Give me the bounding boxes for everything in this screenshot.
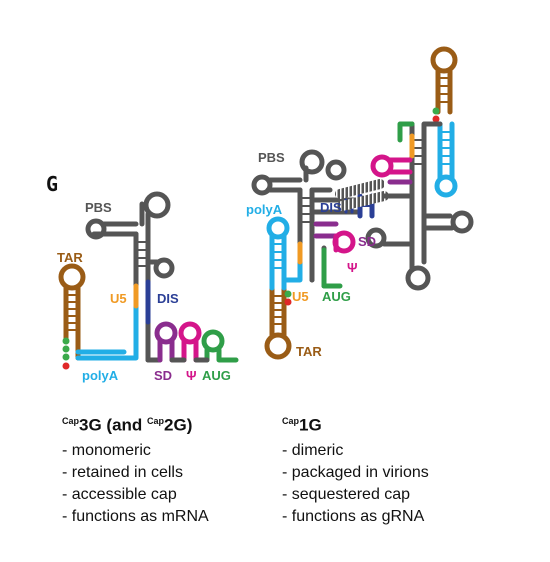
legend-left-item: - functions as mRNA — [62, 507, 209, 525]
left-label-u5: U5 — [110, 291, 127, 306]
right-sd-hairpin — [313, 221, 356, 254]
right-label-psi: Ψ — [347, 260, 358, 275]
left-label-tar: TAR — [57, 250, 83, 265]
right-cap-dot-green — [284, 290, 292, 298]
right-cap-dot-red — [284, 298, 292, 306]
right-label-tar: TAR — [296, 344, 322, 359]
left-label-polyA: polyA — [82, 368, 119, 383]
right-tar-hairpin — [264, 285, 292, 360]
left-tar-hairpin — [58, 263, 86, 361]
left-cap-dot-4 — [62, 362, 70, 370]
left-aug-hairpin — [193, 329, 239, 363]
legend-right-item: - packaged in virions — [282, 463, 429, 481]
legend-left: Cap3G (and Cap2G) - monomeric - retained… — [62, 410, 209, 528]
legend-right-item: - sequestered cap — [282, 485, 411, 503]
right-label-sd: SD — [358, 234, 376, 249]
legend-left-title: Cap3G (and Cap2G) — [62, 415, 193, 435]
left-rna-structure — [58, 191, 239, 370]
left-label-pbs: PBS — [85, 200, 112, 215]
legend-left-item: - retained in cells — [62, 463, 183, 481]
right-label-pbs: PBS — [258, 150, 285, 165]
left-label-psi: Ψ — [186, 368, 197, 383]
legend-right-title: Cap1G — [282, 415, 322, 435]
left-polyA — [75, 283, 139, 361]
legend-left-item: - monomeric — [62, 441, 151, 459]
right-label-polyA: polyA — [246, 202, 283, 217]
right-label-dis: DIS — [320, 200, 342, 215]
left-label-aug: AUG — [202, 368, 231, 383]
legend-right-item: - functions as gRNA — [282, 507, 425, 525]
right-label-aug: AUG — [322, 289, 351, 304]
legend-right-item: - dimeric — [282, 441, 344, 459]
left-cap-dot-1 — [62, 337, 70, 345]
left-cap-dot-3 — [62, 353, 70, 361]
panel-label: G — [46, 172, 59, 196]
left-cap-dot-2 — [62, 345, 70, 353]
left-backbone — [85, 191, 175, 363]
right-second-copy — [365, 46, 474, 291]
left-psi-hairpin — [169, 321, 202, 363]
right-rna-structure — [251, 46, 474, 360]
right-label-u5: U5 — [292, 289, 309, 304]
legend-left-item: - accessible cap — [62, 485, 177, 503]
right-backbone — [251, 149, 389, 289]
left-label-sd: SD — [154, 368, 172, 383]
left-label-dis: DIS — [157, 291, 179, 306]
left-sd-hairpin — [154, 321, 178, 363]
right-polyA-hairpin — [266, 216, 303, 291]
legend-right: Cap1G - dimeric - packaged in virions - … — [282, 410, 429, 528]
